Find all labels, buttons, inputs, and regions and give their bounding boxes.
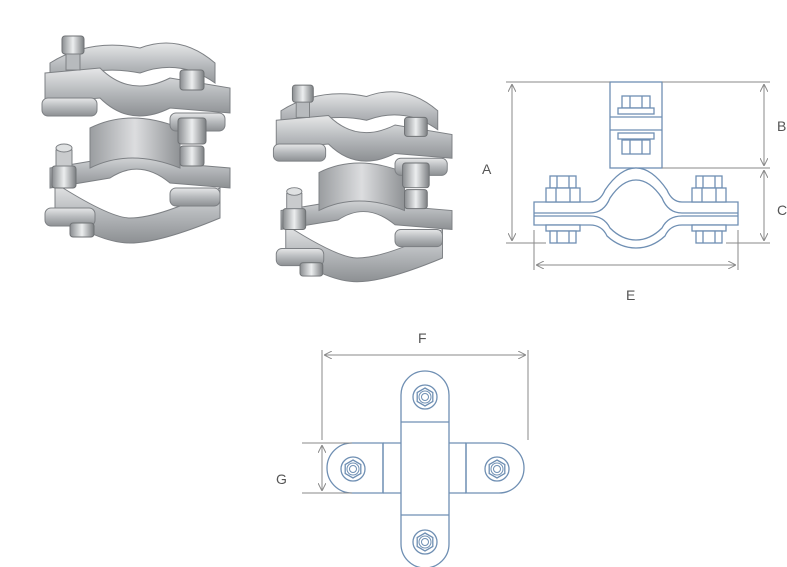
hex-nut-bottom [412,529,438,555]
side-view-dimensions [506,81,770,270]
hex-nut-right [484,456,510,482]
dim-label-a: A [482,161,492,177]
dim-label-e: E [626,287,635,303]
hex-nut-top [412,384,438,410]
clamp-photo-right [272,84,453,283]
dim-label-g: G [276,471,287,487]
hex-nut-left [340,456,366,482]
clamp-top-view [326,370,525,567]
dim-label-c: C [777,202,787,218]
clamp-side-view [533,81,739,249]
clamp-photo-left [41,35,231,244]
dim-label-b: B [777,118,786,134]
dim-label-f: F [418,330,427,346]
top-view-dimensions [302,350,529,494]
